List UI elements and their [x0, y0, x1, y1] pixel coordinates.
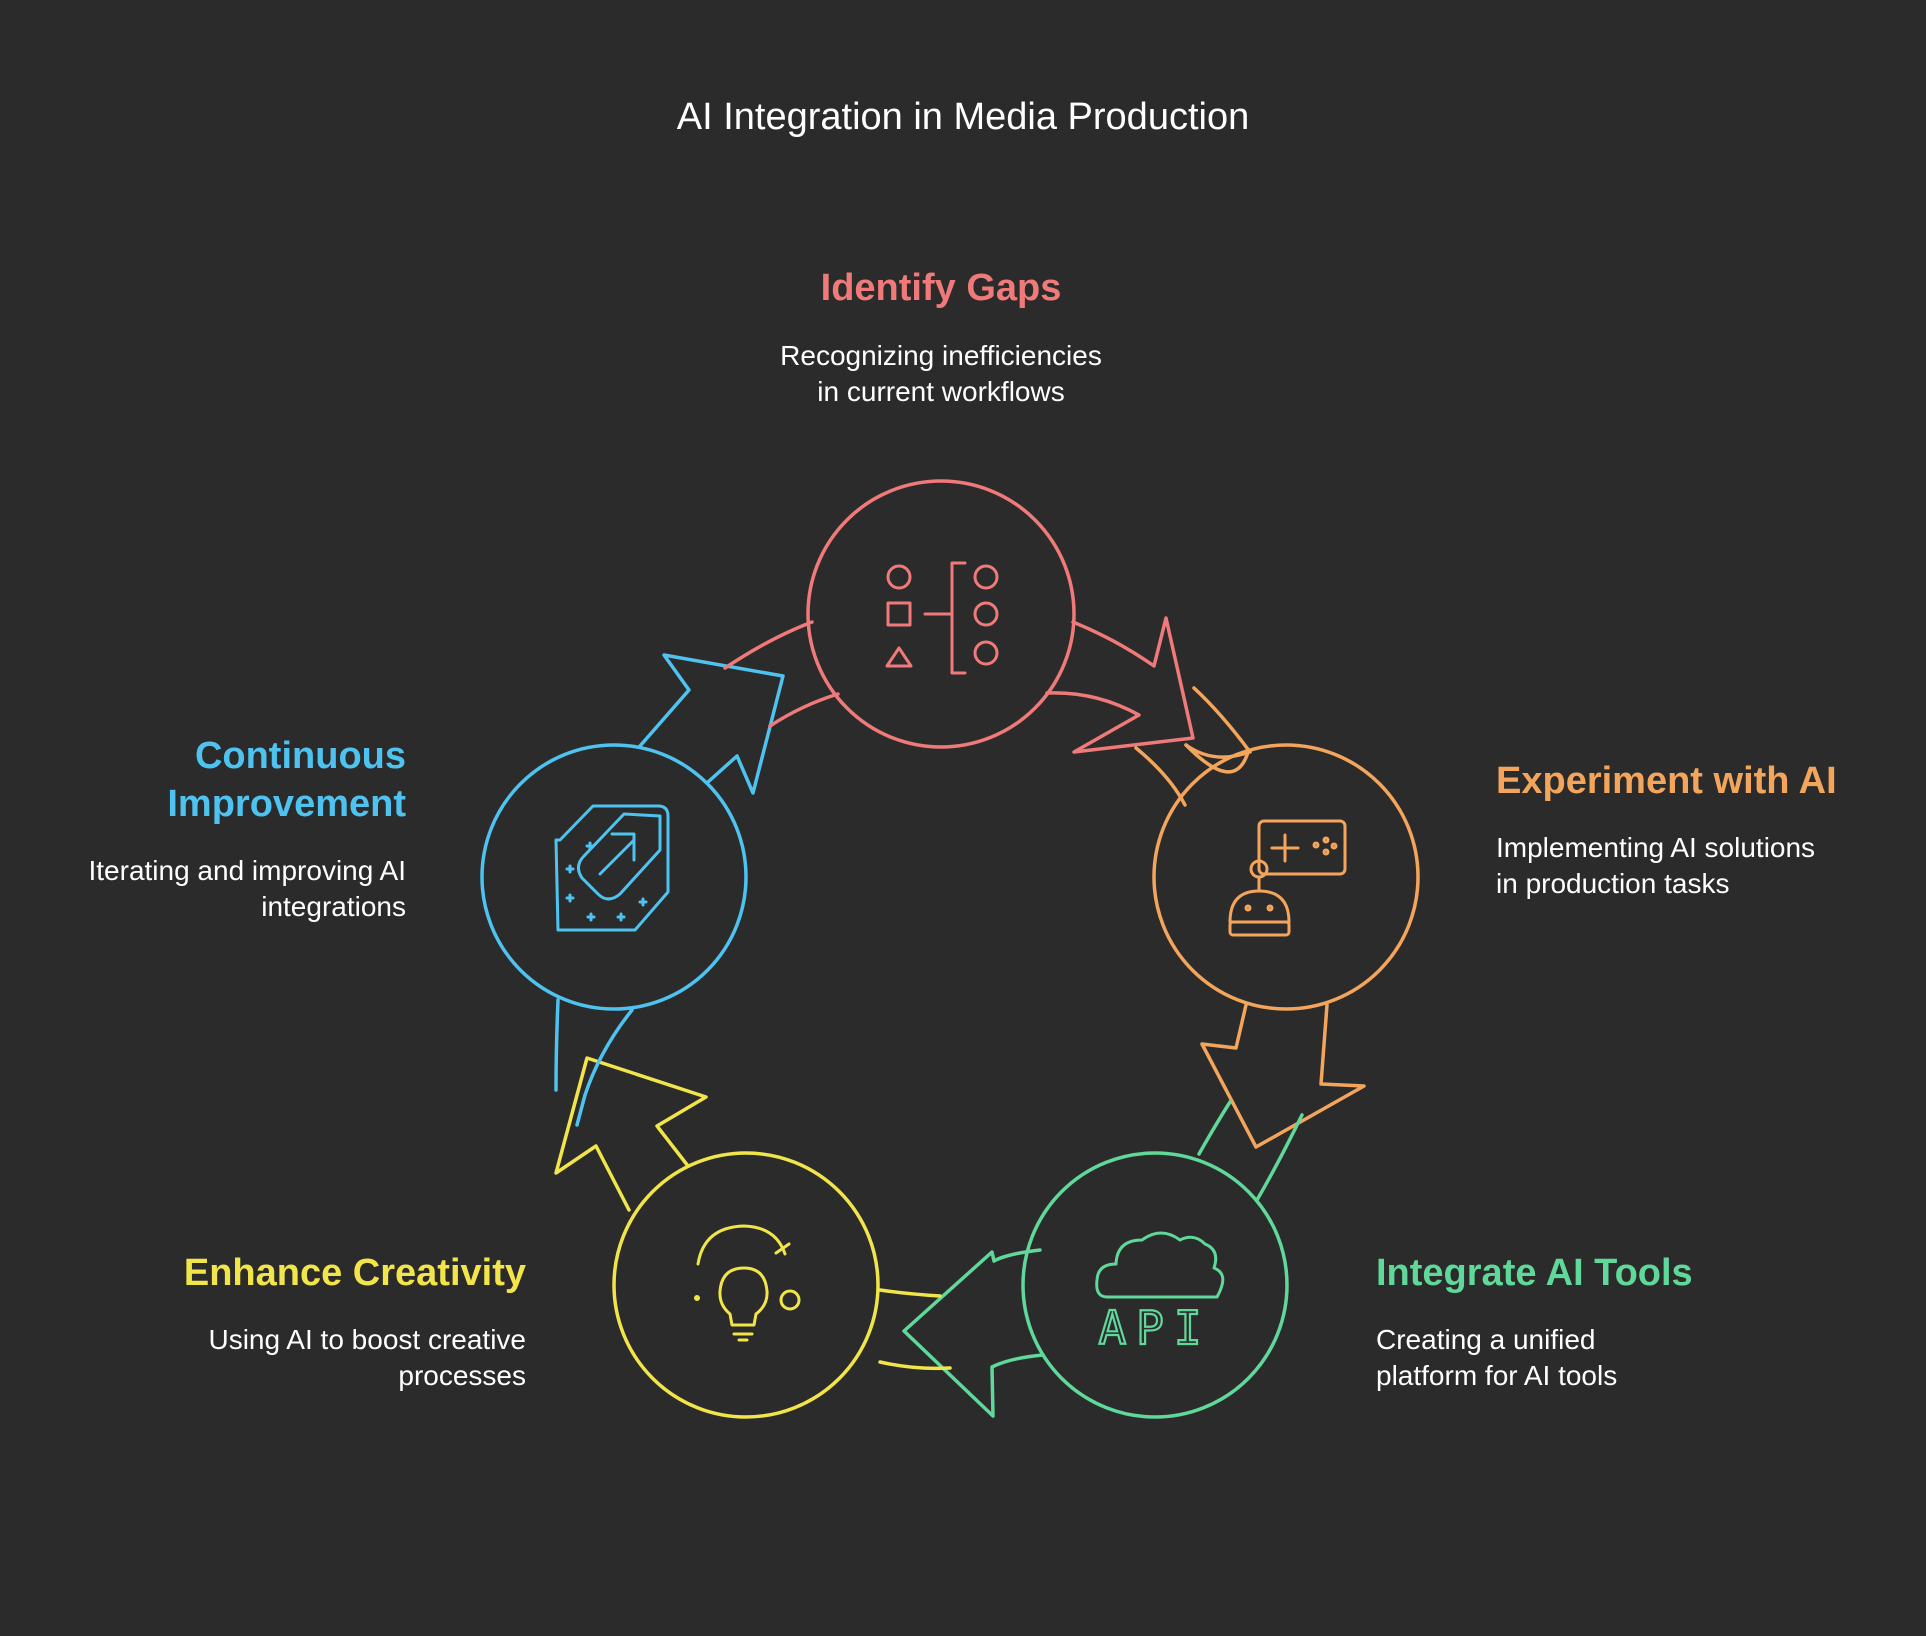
page-title: AI Integration in Media Production: [676, 96, 1250, 138]
connector-arc-red-left: [723, 620, 840, 728]
step-desc-line: Recognizing inefficiencies: [780, 340, 1102, 371]
step-circle-experiment-with-ai: [1152, 743, 1420, 1011]
step-title-integrate-ai-tools: Integrate AI Tools: [1376, 1249, 1856, 1297]
step-desc-line: Creating a unified: [1376, 1324, 1596, 1355]
api-icon-label: API: [1098, 1301, 1211, 1355]
step-title-line: Improvement: [167, 783, 406, 825]
step-title-line: Experiment with AI: [1496, 760, 1837, 802]
connector-integrate-to-enhance: [902, 1100, 1304, 1418]
step-desc-line: in current workflows: [817, 376, 1065, 407]
step-title-line: Identify Gaps: [820, 267, 1062, 309]
step-title-line: Enhance Creativity: [183, 1252, 526, 1294]
connector-arc-orange-top: [1134, 686, 1252, 807]
cloud-api-icon: [1095, 1231, 1225, 1299]
step-desc-experiment-with-ai: Implementing AI solutions in production …: [1496, 830, 1896, 902]
step-title-identify-gaps: Identify Gaps: [641, 264, 1241, 312]
lightbulb-icon: [694, 1224, 801, 1342]
step-title-experiment-with-ai: Experiment with AI: [1496, 757, 1896, 805]
step-desc-line: platform for AI tools: [1376, 1360, 1618, 1391]
step-title-enhance-creativity: Enhance Creativity: [46, 1249, 526, 1297]
step-title-line: Continuous: [194, 735, 406, 777]
connector-identify-to-experiment: [1045, 616, 1195, 754]
step-circle-integrate-ai-tools: [1021, 1151, 1289, 1419]
step-desc-line: Implementing AI solutions: [1496, 832, 1816, 863]
step-title-line: Integrate AI Tools: [1376, 1252, 1693, 1294]
step-desc-identify-gaps: Recognizing inefficiencies in current wo…: [641, 338, 1241, 410]
step-desc-integrate-ai-tools: Creating a unified platform for AI tools: [1376, 1322, 1856, 1394]
step-desc-line: in production tasks: [1496, 868, 1730, 899]
step-circle-enhance-creativity: [612, 1151, 880, 1419]
connector-continuous-to-identify: [554, 653, 785, 1127]
step-circle-identify-gaps: [806, 479, 1076, 749]
step-desc-continuous-improvement: Iterating and improving AI integrations: [6, 853, 406, 925]
step-desc-line: integrations: [261, 891, 406, 922]
shapes-sorting-icon: [885, 561, 999, 675]
step-desc-line: Using AI to boost creative: [208, 1324, 526, 1355]
step-desc-line: processes: [398, 1360, 526, 1391]
robot-console-icon: [1228, 819, 1347, 937]
connector-enhance-to-continuous: [554, 1056, 952, 1371]
step-desc-line: Iterating and improving AI: [88, 855, 406, 886]
growth-arrow-icon: [554, 804, 670, 932]
connector-experiment-to-integrate: [1184, 743, 1366, 1149]
step-desc-enhance-creativity: Using AI to boost creative processes: [46, 1322, 526, 1394]
step-circle-continuous-improvement: [480, 743, 748, 1011]
step-title-continuous-improvement: Continuous Improvement: [6, 732, 406, 828]
